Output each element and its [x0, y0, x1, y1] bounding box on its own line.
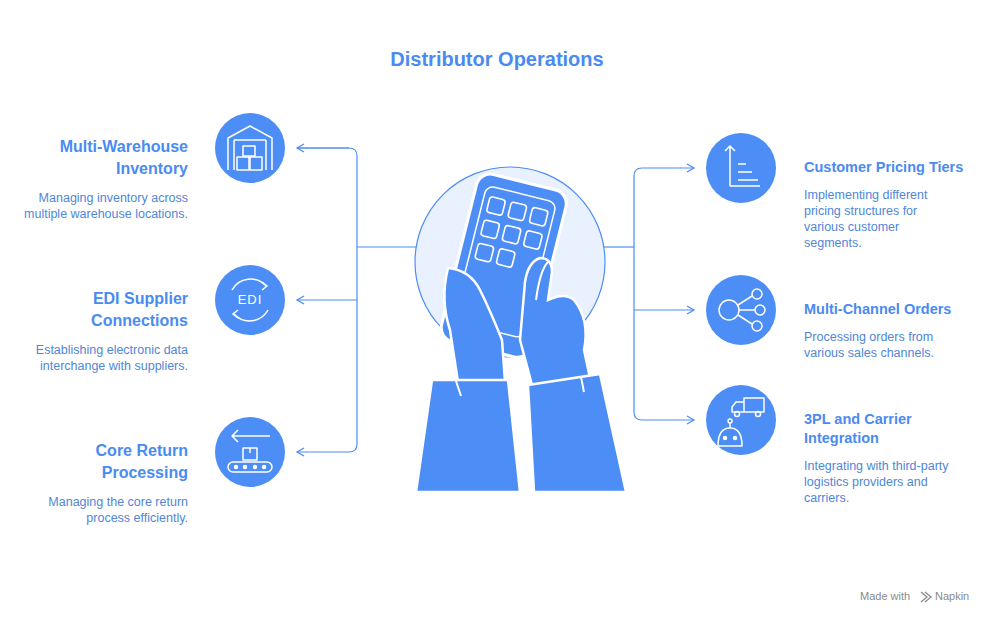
- multi-channel-icon-part: [719, 300, 739, 320]
- diagram-title: Distributor Operations: [0, 48, 994, 71]
- feature-description: Integrating with third-party logistics p…: [804, 458, 964, 506]
- warehouse-icon-part: [237, 157, 249, 170]
- feature-heading: 3PL and Carrier Integration: [804, 410, 979, 448]
- hand-calculator-illustration-part: [444, 268, 505, 382]
- leader-lines-part: [634, 176, 694, 420]
- truck-robot-icon-part: [735, 412, 740, 417]
- warehouse-icon-part: [234, 140, 266, 170]
- feature-description: Processing orders from various sales cha…: [804, 329, 954, 361]
- truck-robot-icon-part: [728, 419, 732, 423]
- feature-item: 3PL and Carrier IntegrationIntegrating w…: [804, 410, 979, 506]
- feature-item: Core Return ProcessingManaging the core …: [20, 440, 188, 526]
- napkin-logo-part: [921, 592, 931, 602]
- truck-robot-icon-part: [724, 437, 727, 440]
- warehouse-icon-part: [228, 126, 272, 170]
- edi-icon-part: [232, 279, 266, 290]
- feature-description: Managing the core return process efficie…: [20, 494, 188, 526]
- feature-heading: Multi-Warehouse Inventory: [20, 136, 188, 180]
- hand-calculator-illustration-part-part-part: [486, 196, 505, 215]
- return-conveyor-icon-part: [243, 448, 257, 460]
- edi-icon-part: [233, 310, 238, 318]
- icon-circles-part: [215, 265, 285, 335]
- multi-channel-icon-part: [738, 296, 755, 324]
- truck-robot-icon-part: [756, 412, 761, 417]
- feature-heading: Multi-Channel Orders: [804, 300, 979, 319]
- icon-circles-part: [706, 385, 776, 455]
- warehouse-icon-part: [250, 157, 262, 170]
- truck-robot-icon-part: [718, 428, 742, 446]
- hand-calculator-illustration-part-part-part: [502, 225, 521, 244]
- leader-lines-part: [604, 246, 634, 247]
- hand-calculator-illustration: [415, 167, 626, 492]
- hand-calculator-illustration-part-part-part: [508, 202, 527, 221]
- watermark-text: Napkin: [935, 590, 969, 602]
- warehouse-icon-part: [243, 146, 255, 156]
- return-conveyor-icon: [228, 430, 272, 472]
- icon-circles-part: [706, 133, 776, 203]
- warehouse-icon: [228, 126, 272, 170]
- truck-robot-icon-part: [744, 398, 764, 412]
- multi-channel-icon-part: [752, 321, 762, 331]
- return-conveyor-icon-part: [263, 466, 266, 469]
- return-conveyor-icon-part: [235, 466, 238, 469]
- truck-robot-icon-part: [734, 437, 737, 440]
- hand-calculator-illustration-part: [416, 380, 520, 492]
- return-conveyor-icon-part: [244, 466, 247, 469]
- pricing-tiers-icon-part: [725, 146, 735, 186]
- feature-heading: Core Return Processing: [20, 440, 188, 484]
- feature-item: Customer Pricing TiersImplementing diffe…: [804, 158, 979, 251]
- feature-item: EDI Supplier ConnectionsEstablishing ele…: [20, 288, 188, 374]
- feature-item: Multi-Warehouse InventoryManaging invent…: [20, 136, 188, 222]
- leader-lines-part: [357, 246, 416, 247]
- feature-heading: EDI Supplier Connections: [20, 288, 188, 332]
- hand-calculator-illustration-part: [528, 374, 626, 492]
- feature-description: Establishing electronic data interchange…: [20, 342, 188, 374]
- hand-calculator-illustration-part-part-part: [480, 220, 499, 239]
- icon-circles-part: [215, 417, 285, 487]
- hand-calculator-illustration-part: [456, 377, 584, 396]
- multi-channel-icon-part: [755, 305, 765, 315]
- napkin-logo: [921, 592, 931, 602]
- watermark-text: Made with: [860, 590, 910, 602]
- edi-icon-part: [234, 310, 268, 321]
- pricing-tiers-icon-part: [730, 164, 760, 186]
- return-conveyor-icon-part: [249, 448, 251, 453]
- feature-heading: Customer Pricing Tiers: [804, 158, 979, 177]
- feature-item: Multi-Channel OrdersProcessing orders fr…: [804, 300, 979, 361]
- truck-robot-icon: [718, 398, 764, 446]
- leader-lines-part: [297, 299, 357, 300]
- leader-lines-part: [297, 147, 349, 148]
- hand-calculator-illustration-part-part-part: [475, 243, 494, 262]
- return-conveyor-icon-part: [254, 466, 257, 469]
- feature-description: Implementing different pricing structure…: [804, 187, 959, 251]
- feature-description: Managing inventory across multiple wareh…: [20, 190, 188, 222]
- leader-lines-part: [297, 148, 357, 452]
- hand-calculator-illustration-part-part-part: [496, 248, 515, 267]
- hand-calculator-illustration-part-part-part: [529, 207, 548, 226]
- return-conveyor-icon-part: [228, 462, 272, 472]
- icon-circles-part: [215, 113, 285, 183]
- edi-icon-part: [262, 282, 267, 290]
- multi-channel-icon-part: [752, 289, 762, 299]
- hand-calculator-illustration-part-part-part: [523, 230, 542, 249]
- return-conveyor-icon-part: [232, 430, 270, 442]
- icon-circles: [215, 113, 776, 487]
- leader-lines-part: [634, 168, 694, 176]
- pricing-tiers-icon: [725, 146, 760, 186]
- icon-text: EDI: [230, 292, 270, 307]
- hand-calculator-illustration-part: [536, 262, 548, 300]
- multi-channel-icon: [719, 289, 765, 331]
- hand-calculator-illustration-part: [520, 258, 590, 385]
- leader-lines-part: [634, 309, 694, 310]
- truck-robot-icon-part: [732, 402, 744, 412]
- icon-circles-part: [706, 275, 776, 345]
